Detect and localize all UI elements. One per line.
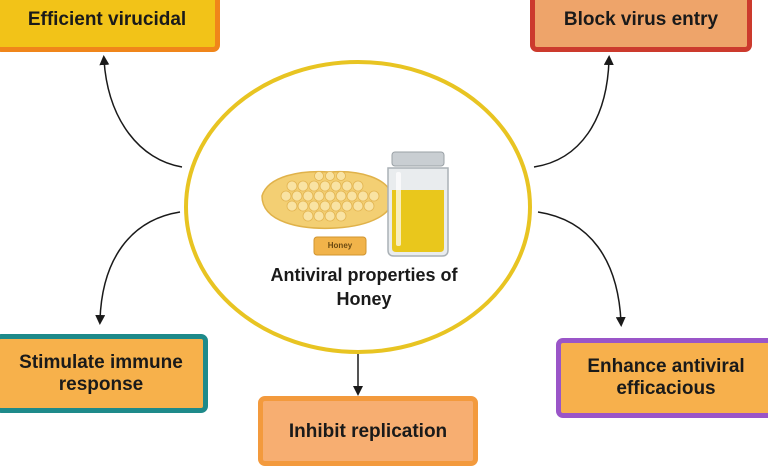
- honey-jar-icon: [387, 151, 449, 257]
- node-label: Block virus entry: [563, 9, 719, 30]
- node-label-line-2: efficacious: [616, 378, 716, 399]
- diagram-canvas: [95, 55, 626, 396]
- arrow-to-efficacious: [537, 211, 626, 327]
- honey-tag-icon: [313, 236, 367, 256]
- node-label-line-1: Stimulate immune: [19, 351, 183, 373]
- node-efficient-virucidal: Efficient virucidal: [0, 0, 220, 52]
- arrow-to-immune: [95, 211, 181, 325]
- node-stimulate-immune-response: Stimulate immune response: [0, 334, 208, 413]
- arrow-to-entry: [533, 55, 614, 168]
- center-title: Antiviral properties of Honey: [244, 263, 484, 311]
- arrow-to-virucidal: [99, 55, 183, 168]
- center-title-line-1: Antiviral properties of: [270, 265, 458, 285]
- node-label: Efficient virucidal: [27, 9, 187, 30]
- node-inhibit-replication: Inhibit replication: [258, 396, 478, 466]
- node-label: Inhibit replication: [288, 421, 448, 442]
- node-enhance-antiviral-efficacious: Enhance antiviral efficacious: [556, 338, 768, 418]
- node-block-virus-entry: Block virus entry: [530, 0, 752, 52]
- honeycomb-icon: [261, 170, 393, 230]
- node-label-line-2: response: [58, 373, 144, 395]
- node-label-line-1: Enhance antiviral: [587, 356, 745, 377]
- center-title-line-2: Honey: [336, 289, 392, 309]
- honey-tag-label: Honey: [327, 241, 353, 250]
